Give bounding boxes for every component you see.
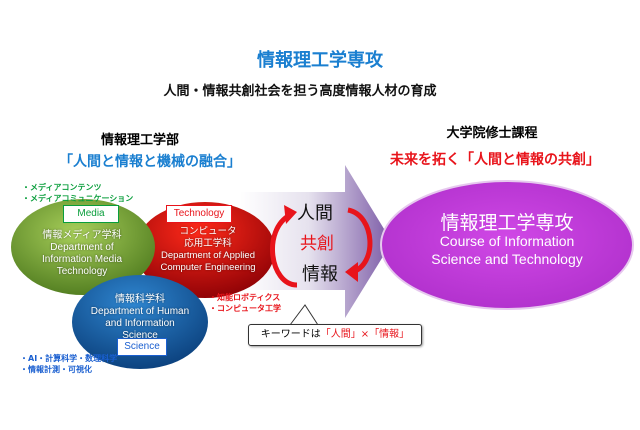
page-title: 情報理工学専攻: [257, 50, 383, 71]
keyword: ・AI・計算科学・数理科学: [20, 354, 118, 363]
graduate-motto: 未来を拓く「人間と情報の共創」: [390, 152, 600, 168]
media-keywords: ・メディアコンテンツ・メディアコミュニケーション: [22, 182, 133, 204]
cycle-arrow-left: [270, 212, 298, 288]
callout-pointer: [289, 304, 319, 326]
dept-en: Department of Human: [90, 306, 190, 317]
keyword: ・情報計測・可視化: [20, 365, 92, 374]
science-label: Science: [117, 338, 167, 356]
keyword-callout: キーワードは「人間」×「情報」: [248, 324, 422, 346]
arrow-shape: [240, 165, 392, 318]
page-subtitle: 人間・情報共創社会を担う高度情報人材の育成: [163, 84, 437, 99]
callout-keyword: 「人間」: [320, 329, 361, 340]
science-keywords: ・AI・計算科学・数理科学・情報計測・可視化: [20, 353, 117, 375]
dept-en: and Information: [105, 318, 175, 329]
cycle-arrow-right: [347, 207, 373, 275]
course-en-line: Course of Information: [439, 233, 575, 249]
dept-en: Department of Applied: [160, 250, 255, 261]
arrow-text-middle: 共創: [300, 234, 334, 254]
graduate-name: 大学院修士課程: [446, 126, 538, 141]
dept-en: Information Media: [41, 254, 123, 265]
callout-keyword: 「情報」: [369, 329, 410, 340]
course-en-line: Science and Technology: [431, 251, 583, 267]
callout-times: ×: [360, 329, 370, 340]
dept-en: Computer Engineering: [160, 262, 256, 273]
keyword: ・コンピュータ工学: [209, 304, 281, 313]
course-name-ja: 情報理工学専攻: [440, 212, 574, 234]
technology-keywords: ・知能ロボティクス・コンピュータ工学: [209, 292, 281, 314]
keyword: ・知能ロボティクス: [209, 293, 281, 302]
dept-ja: 応用工学科: [184, 238, 232, 249]
keyword: ・メディアコミュニケーション: [22, 194, 134, 203]
dept-en: Technology: [56, 266, 108, 277]
ellipse-technology: [135, 202, 275, 298]
ellipse-science: [72, 275, 208, 369]
keyword: ・メディアコンテンツ: [22, 183, 102, 192]
callout-prefix: キーワードは: [260, 329, 321, 340]
dept-en: Department of: [50, 242, 114, 253]
arrow-text-bottom: 情報: [302, 264, 338, 285]
dept-ja: コンピュータ: [179, 226, 237, 237]
media-label: Media: [63, 205, 119, 223]
faculty-name: 情報理工学部: [100, 133, 180, 148]
ellipse-media: [11, 199, 155, 295]
technology-label: Technology: [166, 205, 232, 223]
dept-ja: 情報科学科: [114, 294, 165, 305]
faculty-motto: 「人間と情報と機械の融合」: [59, 154, 241, 170]
arrow-text-top: 人間: [297, 203, 333, 224]
dept-ja: 情報メディア学科: [42, 230, 122, 241]
ellipse-course: [380, 180, 634, 310]
dept-en: Science: [122, 330, 158, 341]
